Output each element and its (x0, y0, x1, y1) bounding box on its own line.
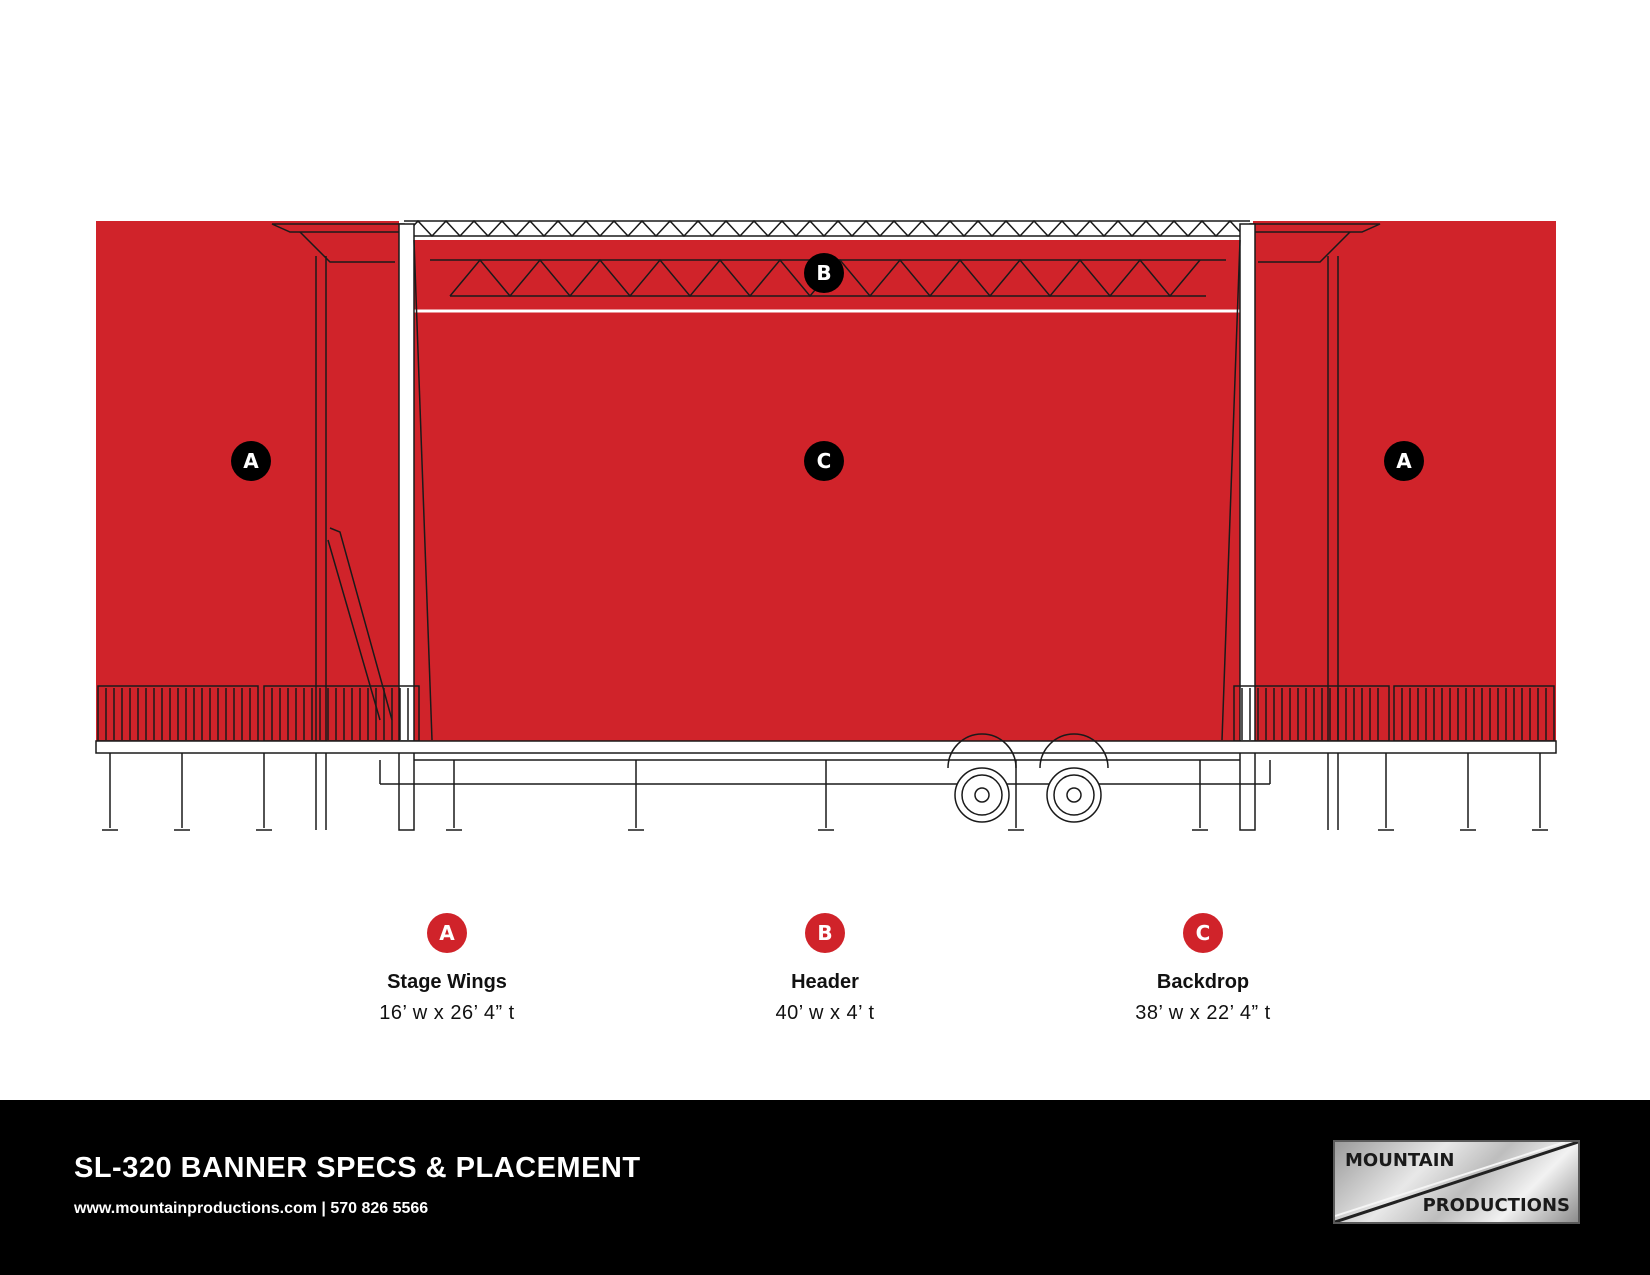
logo-text-top: MOUNTAIN (1345, 1150, 1455, 1171)
legend-title-stage-wings: Stage Wings (387, 971, 507, 993)
logo-slash-graphic (1335, 1142, 1578, 1222)
legend-dims-backdrop: 38’ w x 22’ 4” t (1135, 1002, 1271, 1024)
legend-title-header: Header (791, 971, 859, 993)
marker-c-label: C (817, 449, 832, 473)
company-logo: MOUNTAIN PRODUCTIONS (1333, 1140, 1580, 1224)
stage-wing-right-banner (1253, 221, 1556, 741)
marker-c: C (804, 441, 844, 481)
logo-text-bottom: PRODUCTIONS (1422, 1195, 1570, 1216)
marker-b: B (804, 253, 844, 293)
marker-a-right: A (1384, 441, 1424, 481)
legend-badge-b: B (805, 913, 845, 953)
marker-b-label: B (816, 261, 831, 285)
marker-a-left: A (231, 441, 271, 481)
stage-wing-left-banner (96, 221, 399, 741)
marker-a-right-label: A (1396, 449, 1412, 473)
legend-dims-stage-wings: 16’ w x 26’ 4” t (379, 1002, 515, 1024)
legend-dims-header: 40’ w x 4’ t (775, 1002, 875, 1024)
marker-a-left-label: A (243, 449, 259, 473)
legend-title-backdrop: Backdrop (1156, 971, 1250, 993)
stage-diagram: A B C A (95, 219, 1557, 831)
legend-backdrop: C Backdrop 38’ w x 22’ 4” t (1053, 913, 1353, 1025)
contact-line: www.mountainproductions.com | 570 826 55… (74, 1200, 429, 1217)
legend-badge-a: A (427, 913, 467, 953)
backdrop-banner (414, 240, 1240, 741)
legend-badge-c: C (1183, 913, 1223, 953)
footer-bar: SL-320 BANNER SPECS & PLACEMENT www.moun… (0, 1100, 1650, 1275)
legend-stage-wings: A Stage Wings 16’ w x 26’ 4” t (297, 913, 597, 1025)
page-title: SL-320 BANNER SPECS & PLACEMENT (74, 1152, 641, 1184)
legend-header: B Header 40’ w x 4’ t (675, 913, 975, 1025)
